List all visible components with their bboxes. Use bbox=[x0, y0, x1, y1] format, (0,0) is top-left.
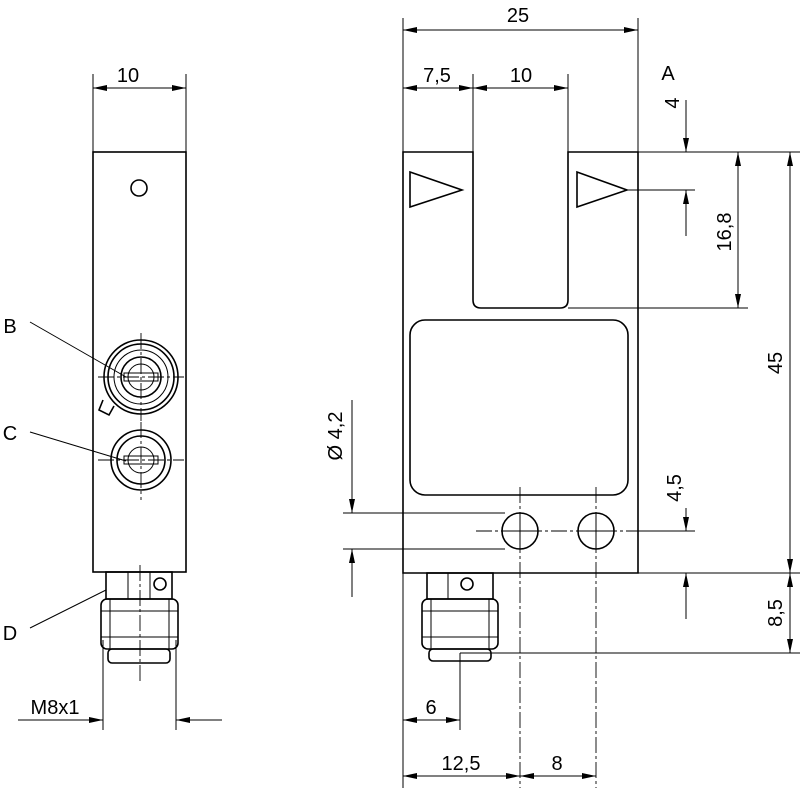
connector-height-label: 8,5 bbox=[765, 599, 787, 627]
body-height-label: 45 bbox=[765, 352, 787, 374]
slot-depth-label: 16,8 bbox=[714, 213, 736, 252]
side-connector-collar bbox=[105, 571, 173, 600]
led-indicator-icon bbox=[130, 179, 148, 197]
front-width-label: 25 bbox=[507, 5, 529, 27]
hole-position-label: 12,5 bbox=[442, 753, 481, 775]
callout-b-leader bbox=[29, 321, 127, 378]
callout-c-label: C bbox=[3, 423, 17, 445]
side-view: 10 B C D M8x1 bbox=[3, 65, 222, 730]
side-connector-nut bbox=[100, 598, 179, 650]
receiver-triangle-icon bbox=[576, 170, 630, 209]
potentiometer-b bbox=[97, 333, 184, 421]
front-connector-pin-icon bbox=[460, 577, 474, 591]
pot-b-key bbox=[97, 399, 115, 417]
side-connector bbox=[100, 565, 179, 682]
thread-label: M8x1 bbox=[31, 697, 80, 719]
callout-c-leader bbox=[29, 431, 127, 462]
display-window bbox=[409, 319, 629, 496]
callout-d-label: D bbox=[3, 623, 17, 645]
hole-diameter-label: Ø 4,2 bbox=[325, 412, 347, 461]
hole-offset-label: 4,5 bbox=[664, 474, 686, 502]
connector-offset-label: 6 bbox=[425, 697, 436, 719]
slot-width-label: 10 bbox=[510, 65, 532, 87]
front-body bbox=[402, 151, 639, 574]
front-view: 25 7,5 10 A 4 16,8 45 Ø 4,2 4,5 bbox=[325, 5, 800, 788]
side-connector-pin-icon bbox=[153, 577, 167, 591]
left-offset-label: 7,5 bbox=[423, 65, 451, 87]
side-width-label: 10 bbox=[117, 65, 139, 87]
side-connector-tip bbox=[107, 648, 171, 664]
front-connector-nut bbox=[421, 598, 499, 650]
hole-spacing-label: 8 bbox=[551, 753, 562, 775]
callout-d-leader bbox=[29, 589, 107, 629]
callout-b-label: B bbox=[3, 316, 16, 338]
emitter-offset-label: 4 bbox=[662, 97, 684, 108]
potentiometer-c bbox=[98, 422, 184, 500]
front-connector bbox=[421, 572, 499, 662]
callout-a-label: A bbox=[661, 63, 675, 85]
emitter-triangle-icon bbox=[409, 170, 465, 209]
front-connector-collar bbox=[426, 572, 494, 600]
